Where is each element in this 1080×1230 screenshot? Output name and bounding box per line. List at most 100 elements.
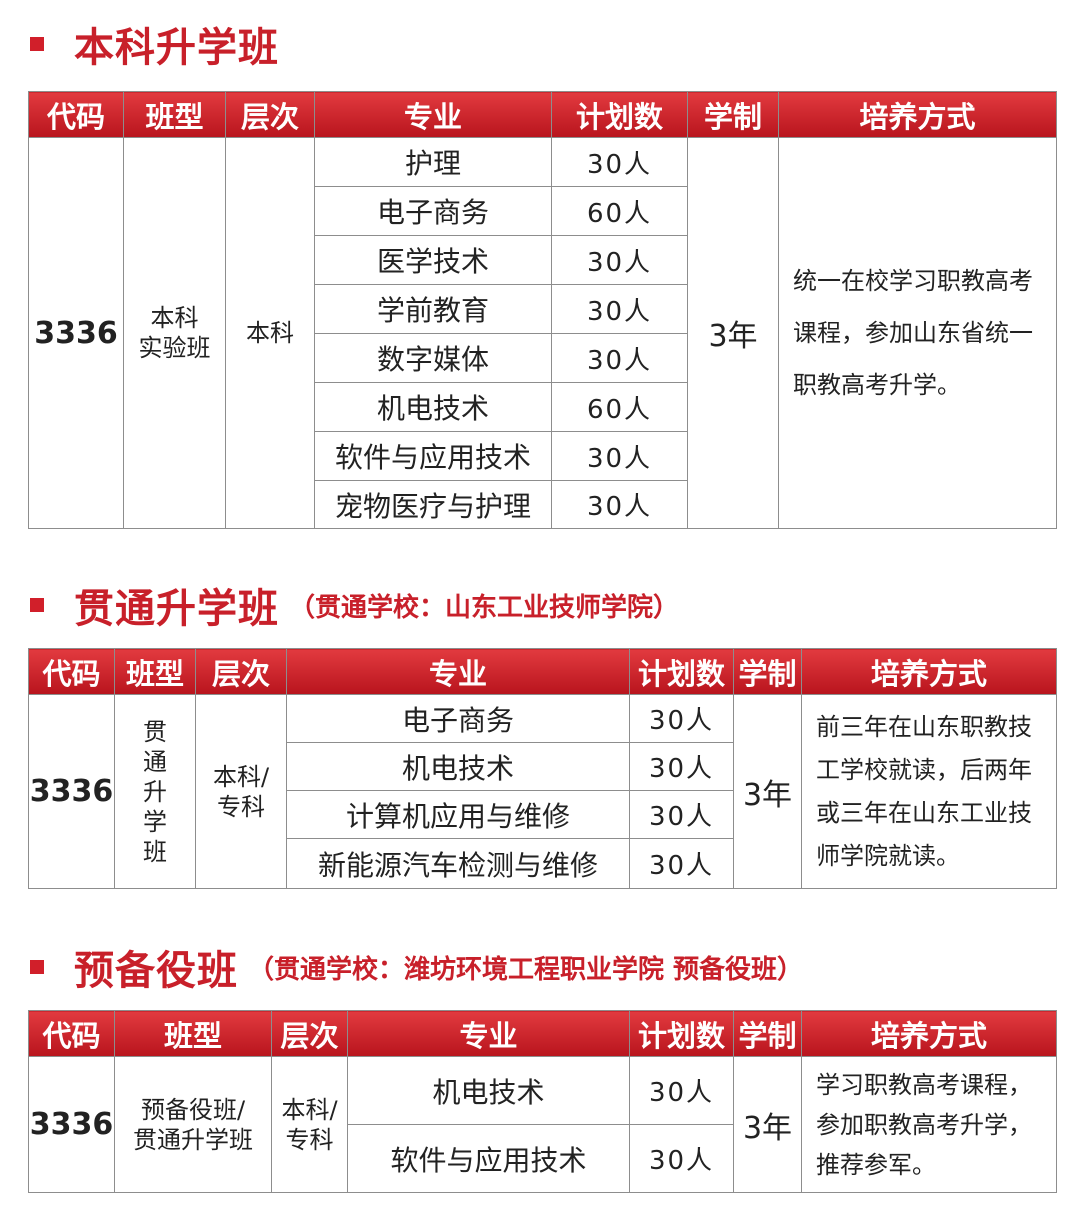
- cell-major: 软件与应用技术: [314, 431, 552, 481]
- table-row: 3336 预备役班/ 贯通升学班 本科/ 专科 机电技术 30人 3年 学习职教…: [28, 1056, 1057, 1193]
- header-level: 层次: [271, 1010, 348, 1057]
- cell-count: 30人: [551, 235, 688, 285]
- section-3-subtitle: （贯通学校：潍坊环境工程职业学院 预备役班）: [248, 954, 804, 985]
- header-code: 代码: [28, 648, 115, 695]
- section-3-heading: 预备役班: [74, 948, 238, 994]
- header-plan: 计划数: [629, 1010, 734, 1057]
- cell-type: 本科 实验班: [123, 137, 226, 529]
- header-duration: 学制: [687, 91, 779, 138]
- header-code: 代码: [28, 1010, 115, 1057]
- table-row: 机电技术 60人: [29, 382, 1057, 432]
- cell-code: 3336: [28, 1056, 115, 1193]
- cell-count: 30人: [551, 431, 688, 481]
- table-row: 机电技术 30人: [29, 742, 1057, 791]
- type-line-1: 预备役班/: [140, 1095, 246, 1124]
- table-reserve: 代码 班型 层次 专业 计划数 学制 培养方式 3336 预备役班/ 贯通升学班…: [28, 1010, 1057, 1193]
- header-plan: 计划数: [629, 648, 734, 695]
- cell-major: 宠物医疗与护理: [314, 480, 552, 529]
- level-line-1: 本科/: [281, 1095, 338, 1124]
- cell-major: 电子商务: [314, 186, 552, 236]
- cell-major: 数字媒体: [314, 333, 552, 383]
- cell-major: 学前教育: [314, 284, 552, 334]
- section-2-title: 贯通升学班 （贯通学校：山东工业技师学院）: [30, 575, 679, 635]
- cell-count: 30人: [551, 284, 688, 334]
- cell-major: 计算机应用与维修: [286, 790, 630, 839]
- table-header-row: 代码 班型 层次 专业 计划数 学制 培养方式: [28, 648, 1057, 695]
- table-row: 软件与应用技术 30人: [29, 431, 1057, 481]
- square-bullet-icon: [30, 960, 44, 974]
- cell-type: 预备役班/ 贯通升学班: [114, 1056, 272, 1193]
- cell-method: 统一在校学习职教高考课程，参加山东省统一职教高考升学。: [778, 137, 1057, 529]
- cell-years: 3年: [733, 1056, 802, 1193]
- type-line-2: 贯通升学班: [133, 1125, 253, 1154]
- header-level: 层次: [195, 648, 287, 695]
- header-type: 班型: [114, 1010, 272, 1057]
- cell-major: 机电技术: [286, 742, 630, 791]
- table-row: 软件与应用技术 30人: [29, 1124, 1057, 1193]
- header-code: 代码: [28, 91, 124, 138]
- section-1-heading: 本科升学班: [74, 25, 279, 71]
- cell-code: 3336: [28, 137, 124, 529]
- level-line-2: 专科: [285, 1125, 334, 1154]
- square-bullet-icon: [30, 37, 44, 51]
- header-major: 专业: [286, 648, 630, 695]
- cell-major: 新能源汽车检测与维修: [286, 838, 630, 889]
- header-method: 培养方式: [801, 648, 1057, 695]
- table-row: 3336 本科 实验班 本科 护理 30人 3年 统一在校学习职教高考课程，参加…: [28, 137, 1057, 529]
- cell-level: 本科: [225, 137, 315, 529]
- cell-count: 60人: [551, 186, 688, 236]
- table-row: 计算机应用与维修 30人: [29, 790, 1057, 839]
- cell-count: 30人: [629, 790, 734, 839]
- cell-count: 30人: [551, 480, 688, 529]
- type-line-1: 本科: [150, 304, 199, 332]
- type-line-2: 实验班: [138, 334, 211, 362]
- table-row: 宠物医疗与护理 30人: [29, 480, 1057, 529]
- header-type: 班型: [114, 648, 196, 695]
- section-1-title: 本科升学班: [30, 14, 279, 74]
- section-2-subtitle: （贯通学校：山东工业技师学院）: [289, 592, 680, 623]
- cell-count: 30人: [629, 742, 734, 791]
- table-row: 新能源汽车检测与维修 30人: [29, 838, 1057, 889]
- header-level: 层次: [225, 91, 315, 138]
- table-row: 3336 贯通升学班 本科/ 专科 电子商务 30人 3年 前三年在山东职教技工…: [28, 694, 1057, 889]
- cell-count: 60人: [551, 382, 688, 432]
- header-method: 培养方式: [801, 1010, 1057, 1057]
- header-duration: 学制: [733, 648, 802, 695]
- cell-count: 30人: [629, 1124, 734, 1193]
- level-line-1: 本科/: [212, 762, 270, 791]
- cell-major: 护理: [314, 137, 552, 187]
- header-duration: 学制: [733, 1010, 802, 1057]
- cell-major: 机电技术: [347, 1056, 630, 1125]
- table-header-row: 代码 班型 层次 专业 计划数 学制 培养方式: [28, 91, 1057, 138]
- table-row: 电子商务 60人: [29, 186, 1057, 236]
- cell-method: 学习职教高考课程，参加职教高考升学，推荐参军。: [801, 1056, 1057, 1193]
- cell-code: 3336: [28, 694, 115, 889]
- cell-major: 软件与应用技术: [347, 1124, 630, 1193]
- cell-major: 机电技术: [314, 382, 552, 432]
- section-3-title: 预备役班 （贯通学校：潍坊环境工程职业学院 预备役班）: [30, 937, 803, 997]
- cell-method: 前三年在山东职教技工学校就读，后两年或三年在山东工业技师学院就读。: [801, 694, 1057, 889]
- cell-level: 本科/ 专科: [195, 694, 287, 889]
- cell-major: 电子商务: [286, 694, 630, 743]
- type-vertical-text: 贯通升学班: [143, 717, 167, 866]
- cell-major: 医学技术: [314, 235, 552, 285]
- cell-count: 30人: [551, 333, 688, 383]
- cell-count: 30人: [629, 1056, 734, 1125]
- header-major: 专业: [314, 91, 552, 138]
- table-undergrad: 代码 班型 层次 专业 计划数 学制 培养方式 3336 本科 实验班 本科 护…: [28, 91, 1057, 529]
- header-plan: 计划数: [551, 91, 688, 138]
- section-2-heading: 贯通升学班: [74, 586, 279, 632]
- cell-count: 30人: [551, 137, 688, 187]
- square-bullet-icon: [30, 598, 44, 612]
- cell-count: 30人: [629, 694, 734, 743]
- cell-years: 3年: [733, 694, 802, 889]
- table-through-train: 代码 班型 层次 专业 计划数 学制 培养方式 3336 贯通升学班 本科/ 专…: [28, 648, 1057, 889]
- level-line-2: 专科: [217, 792, 265, 821]
- cell-count: 30人: [629, 838, 734, 889]
- table-header-row: 代码 班型 层次 专业 计划数 学制 培养方式: [28, 1010, 1057, 1057]
- cell-type: 贯通升学班: [114, 694, 196, 889]
- cell-level: 本科/ 专科: [271, 1056, 348, 1193]
- header-major: 专业: [347, 1010, 630, 1057]
- header-method: 培养方式: [778, 91, 1057, 138]
- header-type: 班型: [123, 91, 226, 138]
